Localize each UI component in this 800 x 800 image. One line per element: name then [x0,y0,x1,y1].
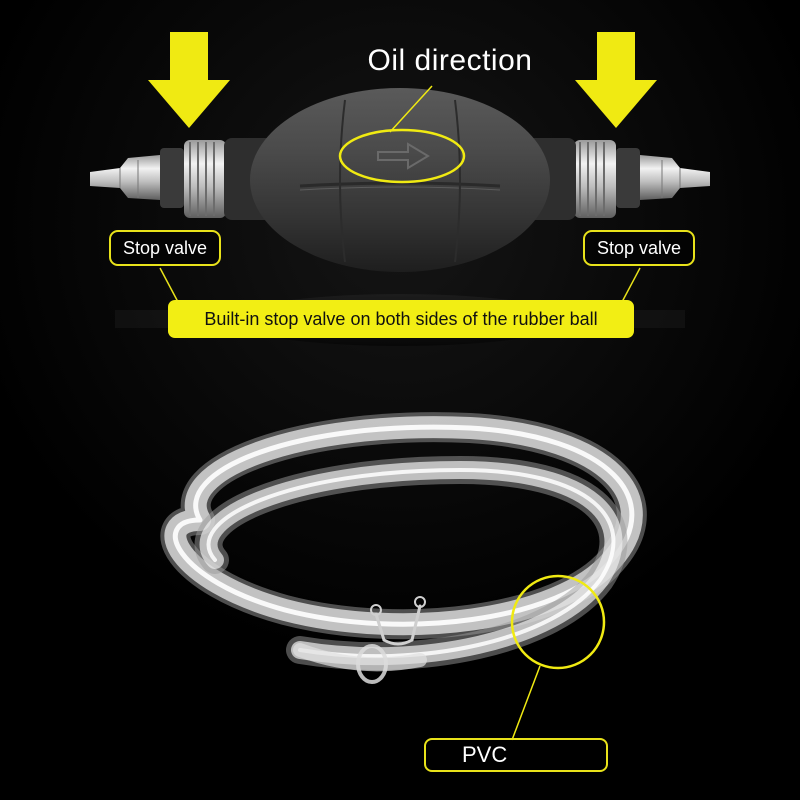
stop-valve-left-label: Stop valve [109,230,221,266]
oil-direction-title: Oil direction [367,44,533,77]
rubber-bulb-pump-icon [90,85,710,272]
pvc-highlight [510,574,606,670]
arrow-down-icon [575,32,657,128]
arrow-down-icon [148,32,230,128]
material-label: PVC [424,738,608,772]
clear-tube-icon [160,412,647,684]
stop-valve-right-label: Stop valve [583,230,695,266]
oil-direction-highlight [338,128,466,184]
builtin-stop-valve-note: Built-in stop valve on both sides of the… [168,300,634,338]
